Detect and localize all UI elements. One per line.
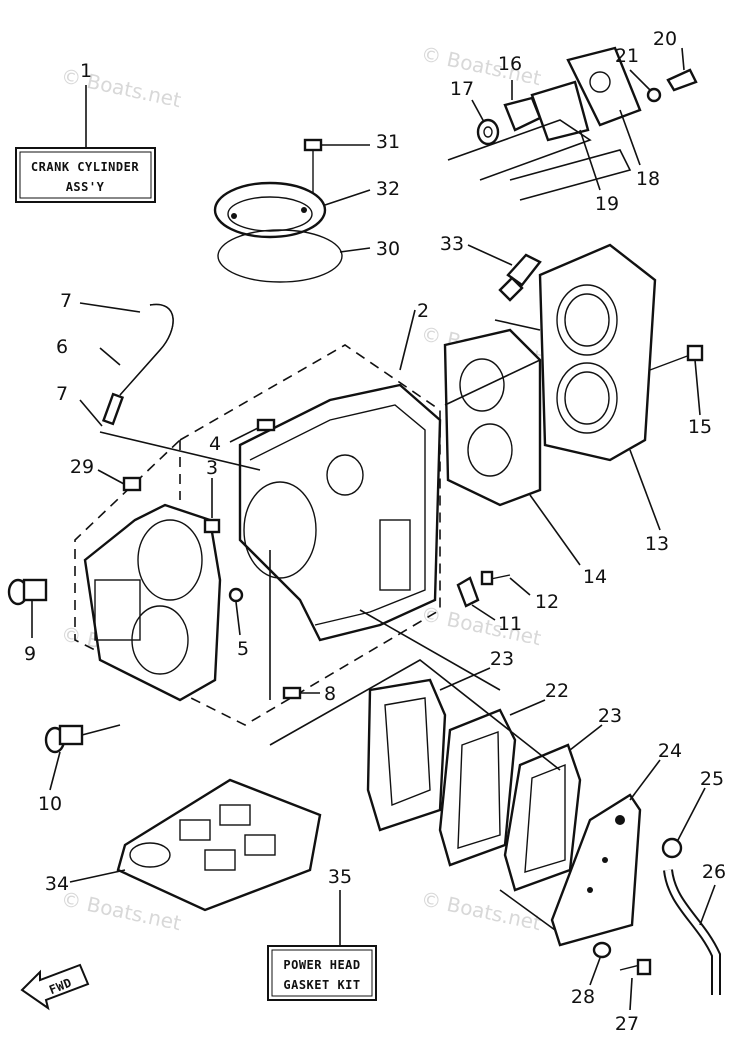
part-number-18: 18 [636,168,660,190]
part-number-17: 17 [450,78,474,100]
power-head-gasket-kit-box: POWER HEAD GASKET KIT [267,890,377,1001]
part-number-19: 19 [595,193,619,215]
part-number-7: 7 [60,290,72,312]
part-exhaust-cover-24 [550,759,661,947]
box-line: CRANK CYLINDER [31,160,139,174]
part-fitting-25 [661,787,706,859]
part-number-24: 24 [658,740,682,762]
part-number-13: 13 [645,533,669,555]
part-bolt-27 [619,958,652,1011]
part-number-8: 8 [324,683,336,705]
part-labels: 1 2 3 4 5 6 7 7 8 9 10 11 12 13 14 15 16… [24,28,726,1035]
watermark: © Boats.net [59,886,183,935]
part-number-35: 35 [328,866,352,888]
part-number-34: 34 [45,873,69,895]
part-number-5: 5 [237,638,249,660]
part-number-14: 14 [583,566,607,588]
part-number-21: 21 [615,45,639,67]
part-cylinder-head-13 [494,243,661,531]
box-line: GASKET KIT [283,978,360,992]
part-number-7: 7 [56,383,68,405]
part-number-23: 23 [598,705,622,727]
part-number-31: 31 [376,131,400,153]
part-number-4: 4 [209,433,221,455]
part-number-27: 27 [615,1013,639,1035]
part-number-33: 33 [440,233,464,255]
part-number-15: 15 [688,416,712,438]
part-number-11: 11 [498,613,522,635]
part-number-10: 10 [38,793,62,815]
watermark: © Boats.net [419,601,543,650]
part-number-29: 29 [70,456,94,478]
part-ring-32 [213,181,371,239]
box-line: ASS'Y [66,180,105,194]
assembly-outline [74,344,441,726]
part-head-gasket-14 [443,328,581,566]
part-spark-plug-33 [467,244,542,302]
part-number-3: 3 [206,457,218,479]
part-number-28: 28 [571,986,595,1008]
part-hose-6 [79,302,261,471]
part-number-32: 32 [376,178,400,200]
watermark: © Boats.net [419,41,543,90]
part-number-22: 22 [545,680,569,702]
part-number-20: 20 [653,28,677,50]
part-hose-26 [663,869,721,995]
part-exhaust-plate-23a [366,667,491,832]
part-number-30: 30 [376,238,400,260]
part-bracket-11-bolt-12 [456,570,531,621]
crank-cylinder-assy-box: CRANK CYLINDER ASS'Y [15,85,156,203]
part-number-26: 26 [702,861,726,883]
part-number-23: 23 [490,648,514,670]
connector-lines [269,359,561,931]
part-washer-28 [589,941,612,986]
fwd-arrow: FWD [20,963,90,1011]
part-plug-9 [7,578,48,638]
part-bolt-15 [649,344,704,416]
part-exhaust-plate-22 [438,699,546,867]
part-plug-10 [44,724,121,791]
part-thermostat-group [447,46,698,201]
part-number-16: 16 [498,53,522,75]
part-number-9: 9 [24,643,36,665]
part-gasket-34 [69,778,322,912]
part-number-1: 1 [80,60,92,82]
part-number-12: 12 [535,591,559,613]
box-line: POWER HEAD [283,958,360,972]
part-crankcase-2 [238,309,442,642]
part-bolt-31 [303,138,370,195]
watermark: © Boats.net [419,886,543,935]
part-crankcase-left [83,503,222,702]
small-parts [97,418,320,700]
part-ring-30 [217,229,371,283]
part-number-6: 6 [56,336,68,358]
part-number-2: 2 [417,300,429,322]
watermark: © Boats.net [59,63,183,112]
part-number-25: 25 [700,768,724,790]
